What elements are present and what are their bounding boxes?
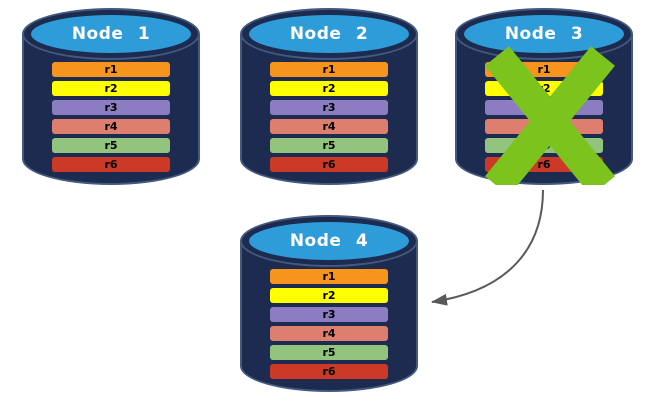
node-label: Node 3 [504, 24, 584, 44]
replica-row-r5: r5 [485, 138, 603, 153]
replica-row-r6: r6 [52, 157, 170, 172]
replica-row-r6: r6 [270, 157, 388, 172]
cylinder-top-rim: Node 2 [240, 8, 418, 60]
replica-row-label: r4 [322, 120, 336, 133]
replica-row-label: r6 [104, 158, 118, 171]
replica-row-r5: r5 [52, 138, 170, 153]
replica-row-r2: r2 [270, 288, 388, 303]
replica-row-r6: r6 [485, 157, 603, 172]
replica-row-r3: r3 [52, 100, 170, 115]
replica-row-label: r6 [537, 158, 551, 171]
replica-row-label: r2 [322, 289, 336, 302]
node-label: Node 1 [71, 24, 151, 44]
replica-row-label: r4 [104, 120, 118, 133]
replica-row-label: r2 [537, 82, 551, 95]
replica-rows: r1 r2 r3 r4 r5 r6 [270, 269, 388, 383]
replica-row-label: r2 [104, 82, 118, 95]
node-4: Node 4 r1 r2 r3 r4 r5 r6 [240, 215, 418, 392]
replica-rows: r1 r2 r3 r4 r5 r6 [270, 62, 388, 176]
cylinder-top-rim: Node 3 [455, 8, 633, 60]
cylinder-top: Node 4 [249, 222, 409, 260]
replica-row-r2: r2 [52, 81, 170, 96]
replica-row-label: r1 [322, 270, 336, 283]
node-2: Node 2 r1 r2 r3 r4 r5 r6 [240, 8, 418, 185]
replica-row-label: r6 [322, 365, 336, 378]
replica-rows: r1 r2 r3 r4 r5 r6 [52, 62, 170, 176]
replica-row-label: r1 [104, 63, 118, 76]
replica-row-r2: r2 [270, 81, 388, 96]
replica-row-label: r4 [537, 120, 551, 133]
replica-row-r4: r4 [270, 326, 388, 341]
cylinder-top-rim: Node 4 [240, 215, 418, 267]
replica-row-r2: r2 [485, 81, 603, 96]
node-label: Node 2 [289, 24, 369, 44]
replica-row-r6: r6 [270, 364, 388, 379]
replica-row-r3: r3 [270, 307, 388, 322]
replica-row-label: r2 [322, 82, 336, 95]
cylinder-top: Node 1 [31, 15, 191, 53]
cylinder-top: Node 2 [249, 15, 409, 53]
replica-row-label: r6 [322, 158, 336, 171]
replica-row-r4: r4 [270, 119, 388, 134]
replica-row-r1: r1 [485, 62, 603, 77]
replica-row-label: r3 [322, 101, 336, 114]
replica-row-r4: r4 [52, 119, 170, 134]
replica-row-label: r5 [322, 139, 336, 152]
replica-row-label: r5 [322, 346, 336, 359]
replica-row-label: r1 [537, 63, 551, 76]
replica-row-r5: r5 [270, 345, 388, 360]
replica-row-r4: r4 [485, 119, 603, 134]
replica-row-r3: r3 [270, 100, 388, 115]
replica-row-r3: r3 [485, 100, 603, 115]
replica-row-label: r3 [322, 308, 336, 321]
cylinder-top-rim: Node 1 [22, 8, 200, 60]
replica-row-label: r1 [322, 63, 336, 76]
node-1: Node 1 r1 r2 r3 r4 r5 r6 [22, 8, 200, 185]
cylinder-top: Node 3 [464, 15, 624, 53]
node-3: Node 3 r1 r2 r3 r4 r5 r6 [455, 8, 633, 185]
replica-row-label: r3 [104, 101, 118, 114]
replica-row-label: r5 [537, 139, 551, 152]
replica-row-label: r3 [537, 101, 551, 114]
replica-row-r1: r1 [270, 62, 388, 77]
replica-row-r1: r1 [52, 62, 170, 77]
replica-row-r1: r1 [270, 269, 388, 284]
replica-rows: r1 r2 r3 r4 r5 r6 [485, 62, 603, 176]
replica-row-r5: r5 [270, 138, 388, 153]
replica-row-label: r5 [104, 139, 118, 152]
node-label: Node 4 [289, 231, 369, 251]
replica-row-label: r4 [322, 327, 336, 340]
